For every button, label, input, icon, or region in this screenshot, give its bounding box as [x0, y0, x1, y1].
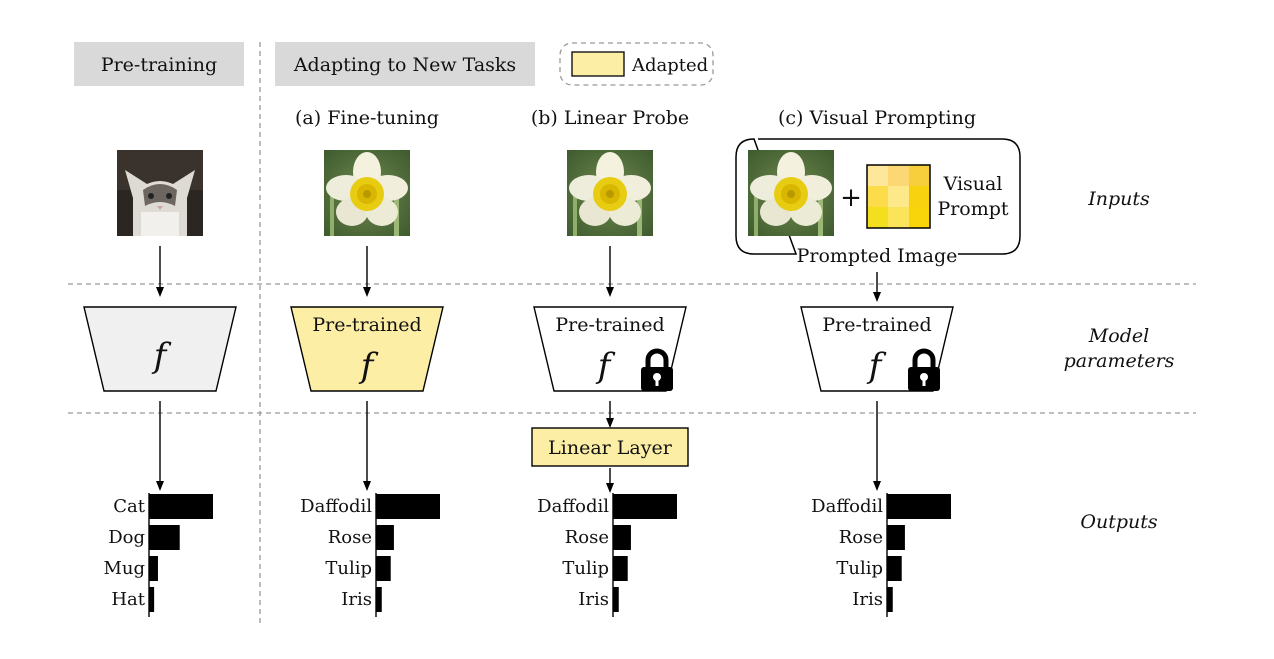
chart-bar [613, 556, 628, 581]
chart-bar [887, 494, 951, 519]
chart-category-label: Rose [839, 527, 883, 548]
chart-category-label: Hat [111, 589, 145, 610]
chart-category-label: Tulip [562, 558, 609, 579]
visual-prompt-grid [866, 164, 931, 229]
chart-category-label: Tulip [325, 558, 372, 579]
prompted-image-label: Prompted Image [797, 245, 958, 267]
plus-sign: + [840, 183, 862, 213]
daffodil-photo-c [748, 150, 834, 236]
legend-swatch [571, 51, 625, 77]
chart-bar [613, 525, 631, 550]
chart-category-label: Daffodil [537, 496, 609, 517]
inputs-row-label: Inputs [1087, 188, 1150, 210]
svg-text:Pre-trained: Pre-trained [555, 314, 664, 336]
visual-prompting-title: (c) Visual Prompting [778, 107, 976, 129]
chart-bar [149, 587, 155, 612]
chart-bar [376, 525, 394, 550]
visual-prompt-label-1: Visual [943, 173, 1003, 195]
chart-bar [376, 556, 391, 581]
chart-category-label: Rose [328, 527, 372, 548]
chart-category-label: Dog [108, 527, 145, 548]
outputs-row-label: Outputs [1080, 511, 1157, 533]
svg-text:Adapted: Adapted [631, 55, 708, 76]
arrows-input-to-model [156, 246, 881, 302]
daffodil-photo-b [567, 150, 653, 236]
svg-text:Pre-training: Pre-training [101, 54, 217, 76]
model-row-label-2: parameters [1064, 350, 1175, 372]
chart-bar [887, 525, 905, 550]
chart-bar [149, 525, 180, 550]
svg-text:Adapting to New Tasks: Adapting to New Tasks [293, 54, 516, 76]
arrows-model-to-output [156, 401, 881, 493]
svg-text:Pre-trained: Pre-trained [822, 314, 931, 336]
chart-category-label: Mug [103, 558, 145, 579]
model-row-label-1: Model [1088, 325, 1149, 347]
visual-prompt-label-2: Prompt [937, 198, 1008, 220]
pretraining-header: Pre-training [74, 42, 244, 86]
chart-bar [887, 587, 893, 612]
chart-bar [613, 587, 619, 612]
chart-category-label: Rose [565, 527, 609, 548]
model-linear-probe: Pre-trained f [533, 306, 687, 391]
chart-category-label: Tulip [836, 558, 883, 579]
linear-probe-title: (b) Linear Probe [531, 107, 689, 129]
chart-category-label: Iris [852, 589, 883, 610]
svg-text:Linear Layer: Linear Layer [548, 437, 673, 459]
chart-category-label: Daffodil [300, 496, 372, 517]
chart-category-label: Iris [341, 589, 372, 610]
prompted-image-group: + Visual Prompt Prompted Image [735, 138, 1021, 267]
chart-category-label: Cat [113, 496, 146, 517]
chart-bar [376, 494, 440, 519]
model-visual-prompting: Pre-trained f [800, 306, 954, 391]
svg-text:Pre-trained: Pre-trained [312, 314, 421, 336]
linear-layer[interactable]: Linear Layer [531, 427, 689, 467]
chart-bar [149, 556, 158, 581]
chart-category-label: Daffodil [811, 496, 883, 517]
model-finetuning[interactable]: Pre-trained f [290, 306, 444, 392]
chart-bar [613, 494, 677, 519]
chart-bar [376, 587, 382, 612]
model-pretraining: f [83, 306, 237, 392]
daffodil-photo-a [324, 150, 410, 236]
finetuning-title: (a) Fine-tuning [295, 107, 439, 129]
cat-photo [117, 150, 203, 236]
adapting-header: Adapting to New Tasks [275, 42, 535, 86]
chart-bar [149, 494, 213, 519]
legend: Adapted [559, 42, 714, 86]
chart-bar [887, 556, 902, 581]
chart-category-label: Iris [578, 589, 609, 610]
